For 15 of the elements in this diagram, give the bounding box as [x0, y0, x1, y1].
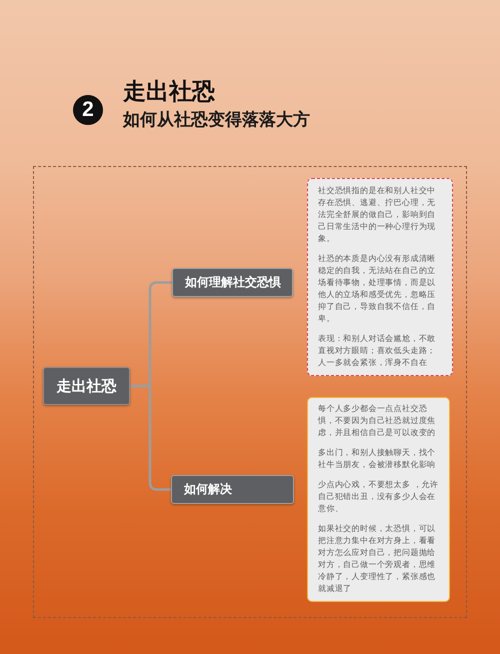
note-text: 多出门，和别人接触聊天，找个社牛当朋友，会被潜移默化影响 — [318, 447, 437, 471]
note-text: 表现：和别人对话会尴尬，不敢直视对方眼睛；喜欢低头走路；人一多就会紧张，浑身不自在 — [318, 333, 437, 369]
note-text: 如果社交的时候，太恐惧，可以把注意力集中在对方身上，看看对方怎么应对自己，把问题抛给对方，自己做一个旁观者，思维冷静了，人变理性了，紧张感也就减退了 — [318, 523, 437, 595]
note-text: 社恐的本质是内心没有形成清晰稳定的自我，无法站在自己的立场看待事物，处理事情，而是以他人的立场和感受优先，忽略压抑了自己，导致自我不信任，自卑。 — [318, 253, 437, 325]
subtopic-box: 如何理解社交恐惧 — [172, 268, 293, 297]
note-text: 社交恐惧指的是在和别人社交中存在恐惧、逃避、拧巴心理，无法完全舒展的做自己，影响到自己日常生活中的一种心理行为现象。 — [318, 185, 437, 245]
note-text: 少点内心戏，不要想太多 ，允许自己犯错出丑，没有多少人会在意你、 — [318, 479, 440, 515]
note-card — [307, 397, 450, 602]
title: 走出社恐 — [123, 79, 215, 105]
topic-box: 走出社恐 — [43, 367, 130, 405]
note-text: 每个人多少都会一点点社交恐惧，不要因为自己社恐就过度焦虑，并且相信自己是可以改变的 — [318, 403, 437, 439]
subtitle: 如何从社恐变得落落大方 — [123, 110, 310, 130]
note-card — [307, 178, 453, 376]
connector — [130, 384, 171, 491]
subtopic-box: 如何解决 — [171, 475, 294, 504]
